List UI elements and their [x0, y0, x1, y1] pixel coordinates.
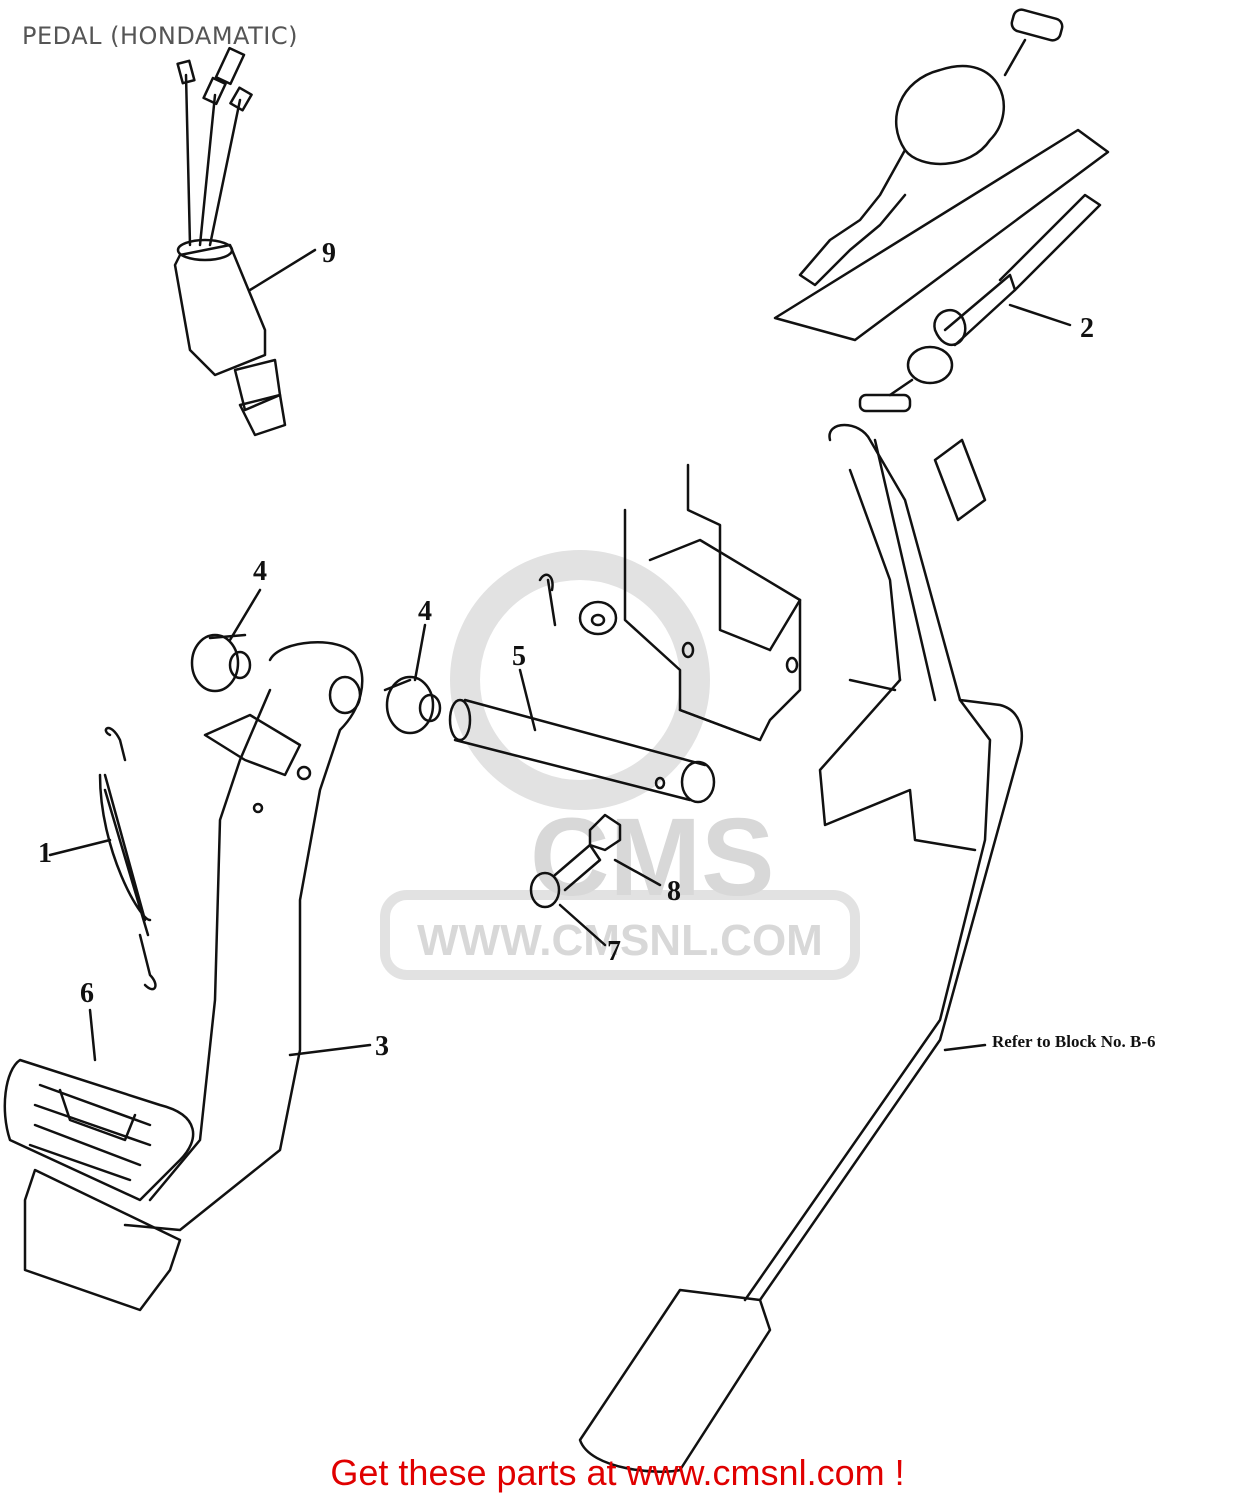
- leader-9: [248, 248, 317, 292]
- callout-6: 6: [80, 978, 94, 1009]
- leader-3: [288, 1043, 372, 1057]
- frame-bracket: [623, 463, 802, 742]
- accelerator-pedal-arm: [578, 423, 1024, 1473]
- throttle-cable-part: [773, 8, 1110, 413]
- pedal-rubber-part: [3, 1058, 195, 1312]
- leader-4b: [413, 623, 427, 682]
- watermark: CMS WWW.CMSNL.COM: [380, 550, 860, 980]
- leader-2: [1008, 303, 1072, 327]
- leader-8: [613, 858, 662, 887]
- leader-ref: [943, 1043, 987, 1052]
- callout-1: 1: [38, 838, 52, 869]
- callout-9: 9: [322, 238, 336, 269]
- callout-2: 2: [1080, 313, 1094, 344]
- stop-switch-part: [173, 46, 287, 437]
- callout-4b: 4: [418, 596, 432, 627]
- brake-pedal-arm: [123, 641, 364, 1232]
- watermark-url: WWW.CMSNL.COM: [417, 916, 823, 965]
- footer-link[interactable]: Get these parts at www.cmsnl.com !: [330, 1452, 905, 1493]
- bracket-block: [933, 438, 987, 522]
- reference-note: Refer to Block No. B-6: [992, 1032, 1156, 1051]
- leader-7: [558, 903, 607, 947]
- return-spring-part: [98, 726, 157, 991]
- nut-part: [588, 813, 622, 852]
- bolt-part: [529, 843, 602, 909]
- diagram-title: PEDAL (HONDAMATIC): [22, 22, 298, 50]
- cotter-pin-washer: [538, 573, 618, 636]
- leader-6: [88, 1008, 97, 1062]
- leader-4a: [228, 588, 262, 642]
- leader-5: [518, 668, 537, 732]
- bushing-part: [190, 633, 442, 735]
- callout-7: 7: [607, 936, 621, 967]
- callout-5: 5: [512, 641, 526, 672]
- callout-8: 8: [667, 876, 681, 907]
- watermark-logo: CMS: [530, 796, 774, 919]
- callout-3: 3: [375, 1031, 389, 1062]
- pivot-shaft-part: [448, 678, 897, 804]
- leader-1: [48, 838, 112, 857]
- callout-4a: 4: [253, 556, 267, 587]
